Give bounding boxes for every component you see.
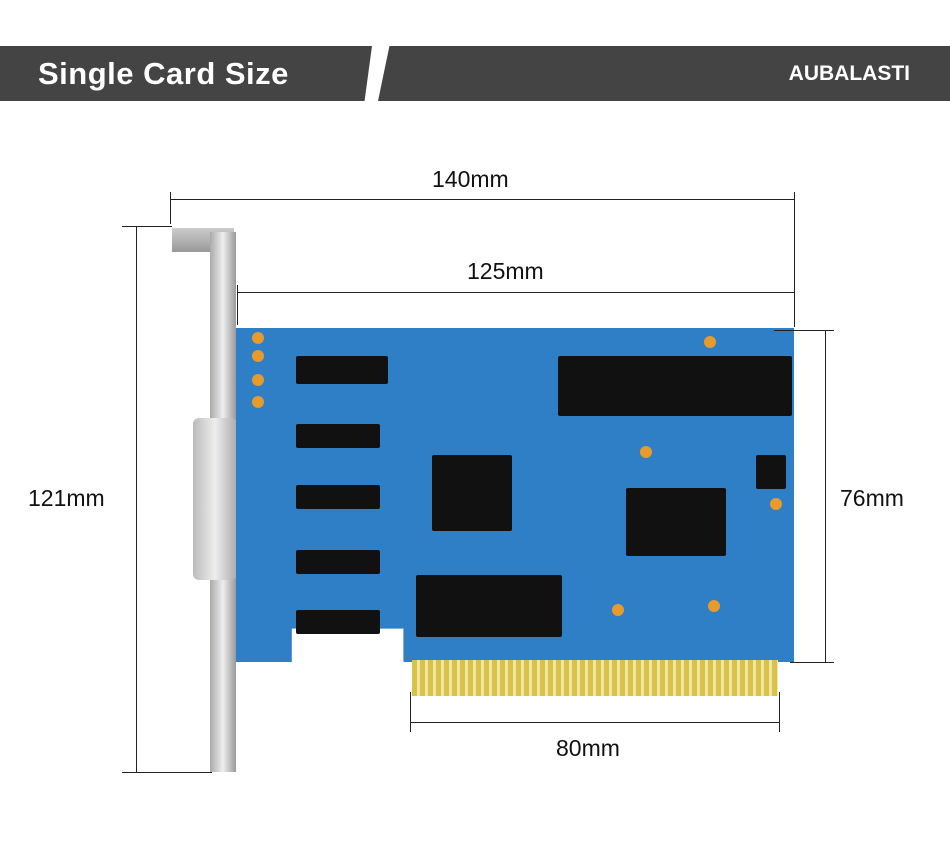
brand-banner <box>378 46 950 101</box>
page-title: Single Card Size <box>38 56 289 91</box>
chip <box>296 485 380 509</box>
dimension-line-overall-width <box>170 199 795 200</box>
pci-gold-fingers <box>412 660 778 696</box>
dimension-tick <box>790 662 834 663</box>
chip <box>296 356 388 384</box>
capacitor <box>252 332 264 344</box>
chip <box>558 356 792 416</box>
chip <box>296 550 380 574</box>
dimension-line-connector-width <box>410 722 780 723</box>
chip <box>416 575 562 637</box>
board-height-label: 76mm <box>840 485 904 511</box>
capacitor <box>252 350 264 362</box>
chip <box>756 455 786 489</box>
chip <box>432 455 512 531</box>
dimension-tick <box>170 192 171 224</box>
dimension-tick <box>774 330 834 331</box>
capacitor <box>612 604 624 616</box>
brand-name: AUBALASTI <box>788 62 910 85</box>
dimension-tick <box>794 192 795 327</box>
capacitor <box>252 396 264 408</box>
overall-width-label: 140mm <box>432 166 509 192</box>
chip <box>296 424 380 448</box>
dimension-tick <box>410 692 411 732</box>
board-width-label: 125mm <box>467 258 544 284</box>
dimension-tick <box>122 226 172 227</box>
dimension-line-overall-height <box>136 226 137 773</box>
connector-width-label: 80mm <box>556 735 620 761</box>
capacitor <box>708 600 720 612</box>
dimension-line-board-height <box>825 330 826 663</box>
capacitor <box>252 374 264 386</box>
dimension-tick <box>237 285 238 325</box>
db25-connector <box>193 418 237 580</box>
capacitor <box>640 446 652 458</box>
dimension-tick <box>779 692 780 732</box>
dimension-line-board-width <box>237 292 795 293</box>
overall-height-label: 121mm <box>28 485 105 511</box>
chip <box>296 610 380 634</box>
dimension-tick <box>122 772 212 773</box>
capacitor <box>770 498 782 510</box>
chip <box>626 488 726 556</box>
capacitor <box>704 336 716 348</box>
title-banner <box>0 46 372 101</box>
